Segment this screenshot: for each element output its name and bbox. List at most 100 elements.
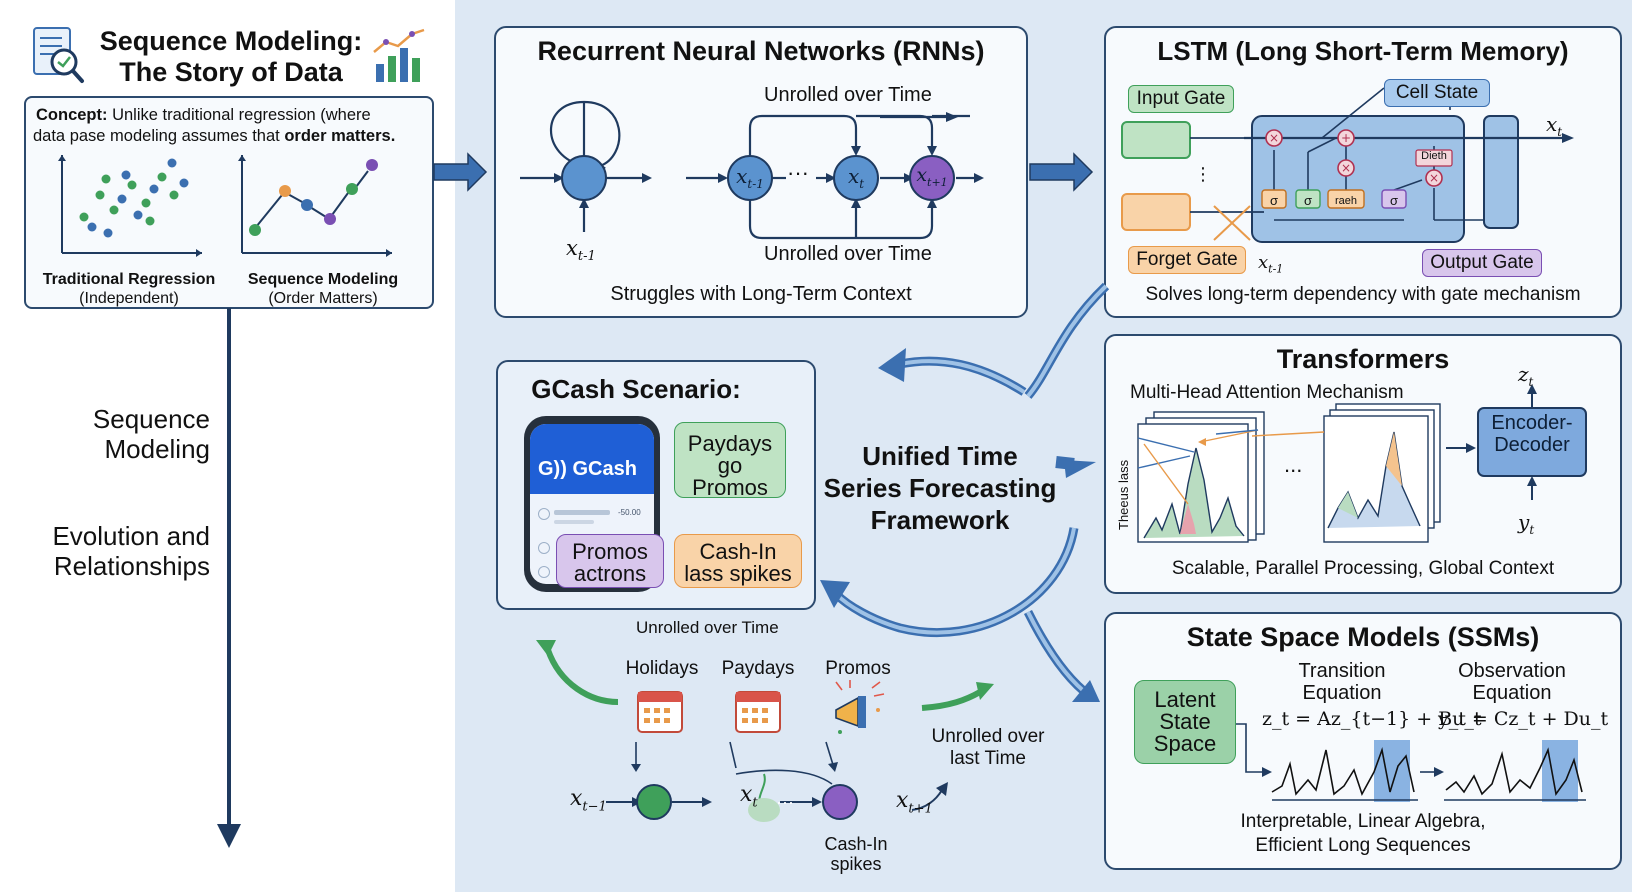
transformers-title: Transformers <box>1276 344 1450 374</box>
timeline-x-mid: xt <box>740 782 758 810</box>
rnn-bottom-label: Unrolled over Time <box>764 243 932 265</box>
card3-line1: Cash-In <box>699 539 777 564</box>
transition-equation: z_t = Az_{t−1} + Bu_t <box>1262 708 1482 730</box>
lstm-output-sub: t <box>1557 125 1563 139</box>
sidebar-text-2: Modeling <box>104 434 210 464</box>
trans-title-line2: Equation <box>1302 682 1382 704</box>
gcash-title: GCash Scenario: <box>531 374 741 404</box>
page-title-line2: The Story of Data <box>119 57 343 87</box>
concept-text-2: data pase modeling assumes that <box>33 127 285 145</box>
x-mid-sub: t <box>752 795 758 811</box>
lstm-input-sub: t-1 <box>1268 262 1284 276</box>
timeline-top-label: Unrolled over Time <box>636 618 779 637</box>
ssm-title: State Space Models (SSMs) <box>1186 622 1540 652</box>
y-var: y <box>1518 510 1530 534</box>
latent-line3: Space <box>1153 731 1217 756</box>
spike-line1: Cash-In <box>824 834 888 854</box>
input-gate-label: Input Gate <box>1128 85 1234 113</box>
rnn-node-prev-x: x <box>736 164 748 188</box>
sidebar-text-3: Evolution and <box>52 521 210 551</box>
arrow-rnn-to-lstm <box>1029 152 1094 192</box>
framework-line3: Framework <box>870 505 1010 535</box>
transformers-caption: Scalable, Parallel Processing, Global Co… <box>1171 558 1555 579</box>
x-next-var: x <box>896 788 909 813</box>
transformers-yaxis-label: Theeus lass <box>1116 459 1131 530</box>
unrolled-line2: last Time <box>949 748 1027 769</box>
scatter-plot-illustration <box>58 155 202 257</box>
ssm-series-plots <box>1236 723 1586 802</box>
timeline-x-next: xt+1 <box>896 788 933 816</box>
event-paydays: Paydays <box>721 658 795 679</box>
rnn-title: Recurrent Neural Networks (RNNs) <box>537 36 985 66</box>
gcash-app-label: GCash <box>572 458 637 480</box>
y-sub: t <box>1529 523 1535 537</box>
coin-icon <box>538 542 550 554</box>
rnn-input-sub: t-1 <box>577 249 596 265</box>
card1-line2: go <box>717 453 743 478</box>
obs-title-line2: Equation <box>1472 682 1552 704</box>
svg-text:×: × <box>1269 131 1279 145</box>
sidebar-label-1: Sequence Modeling <box>40 404 210 464</box>
timeline-sequence <box>606 741 948 822</box>
unrolled-last-time-label: Unrolled over last Time <box>918 726 1058 770</box>
transformer-output-z: zt <box>1518 362 1533 389</box>
latent-line1: Latent <box>1154 687 1216 712</box>
concept-label: Concept: <box>36 106 108 124</box>
traditional-regression-caption: Traditional Regression (Independent) <box>34 270 224 308</box>
ssm-caption-line1: Interpretable, Linear Algebra, <box>1240 811 1486 832</box>
event-promos: Promos <box>825 658 891 679</box>
rnn-node-current-x: x <box>847 164 860 188</box>
calendar-icon <box>735 691 781 733</box>
rnn-top-label: Unrolled over Time <box>764 84 932 106</box>
card-paydays-promos: Paydays go Promos <box>674 422 786 499</box>
concept-text-1: Unlike traditional regression (where <box>107 106 371 124</box>
calendar-icon <box>637 691 683 733</box>
page-title-line1: Sequence Modeling: <box>99 26 363 56</box>
transition-equation-title: Transition Equation <box>1262 660 1422 704</box>
card-promos-actions: Promos actrons <box>556 534 664 588</box>
svg-text:×: × <box>1341 161 1351 175</box>
x-mid-var: x <box>740 782 753 807</box>
rnn-node-next: xt+1 <box>908 164 956 189</box>
card1-line1: Paydays <box>687 431 773 456</box>
sequence-plot-illustration <box>238 155 392 257</box>
cashin-spikes-label: Cash-In spikes <box>806 834 906 874</box>
concept-line2: data pase modeling assumes that order ma… <box>33 127 395 146</box>
card2-line2: actrons <box>573 561 647 586</box>
seq-caption-title: Sequence Modeling <box>247 271 399 288</box>
card2-line1: Promos <box>572 539 648 564</box>
concept-text-emph: order matters. <box>284 127 396 145</box>
framework-line1: Unified Time <box>862 441 1018 471</box>
rnn-input-label: xt-1 <box>566 236 596 264</box>
framework-title: Unified Time Series Forecasting Framewor… <box>806 440 1074 536</box>
attention-heads-diagram <box>1137 384 1587 543</box>
lstm-title: LSTM (Long Short-Term Memory) <box>1157 36 1569 66</box>
ssm-caption: Interpretable, Linear Algebra, Efficient… <box>1104 810 1622 858</box>
event-holidays: Holidays <box>625 658 699 679</box>
rnn-node-current-sub: t <box>859 177 865 191</box>
x-prev-sub: t−1 <box>582 799 607 815</box>
card3-line2: lass spikes <box>684 561 792 586</box>
observation-equation-title: Observation Equation <box>1432 660 1592 704</box>
transaction-subline <box>554 520 594 524</box>
latent-line2: State <box>1159 709 1211 734</box>
cell-state-label: Cell State <box>1384 79 1490 107</box>
output-gate-label: Output Gate <box>1422 249 1542 277</box>
ssm-caption-line2: Efficient Long Sequences <box>1255 835 1471 856</box>
rnn-node-prev: xt-1 <box>728 164 772 191</box>
concept-line1: Concept: Unlike traditional regression (… <box>36 106 371 125</box>
transaction-amount: -50.00 <box>618 508 641 517</box>
lstm-caption: Solves long-term dependency with gate me… <box>1145 284 1581 305</box>
rnn-node-prev-sub: t-1 <box>747 177 764 191</box>
transformers-dots: ... <box>1284 452 1303 477</box>
rnn-node-next-x: x <box>916 164 928 186</box>
lstm-input-label: xt-1 <box>1258 252 1283 276</box>
latent-state-space-block: Latent State Space <box>1134 680 1236 764</box>
lstm-cell-diagram: × + × × <box>1121 80 1574 243</box>
timeline-x-prev: xt−1 <box>570 786 607 814</box>
rnn-node-next-sub: t+1 <box>927 175 948 189</box>
sidebar-label-2: Evolution and Relationships <box>20 521 210 581</box>
svg-text:+: + <box>1341 131 1351 145</box>
x-next-sub: t+1 <box>908 801 933 817</box>
